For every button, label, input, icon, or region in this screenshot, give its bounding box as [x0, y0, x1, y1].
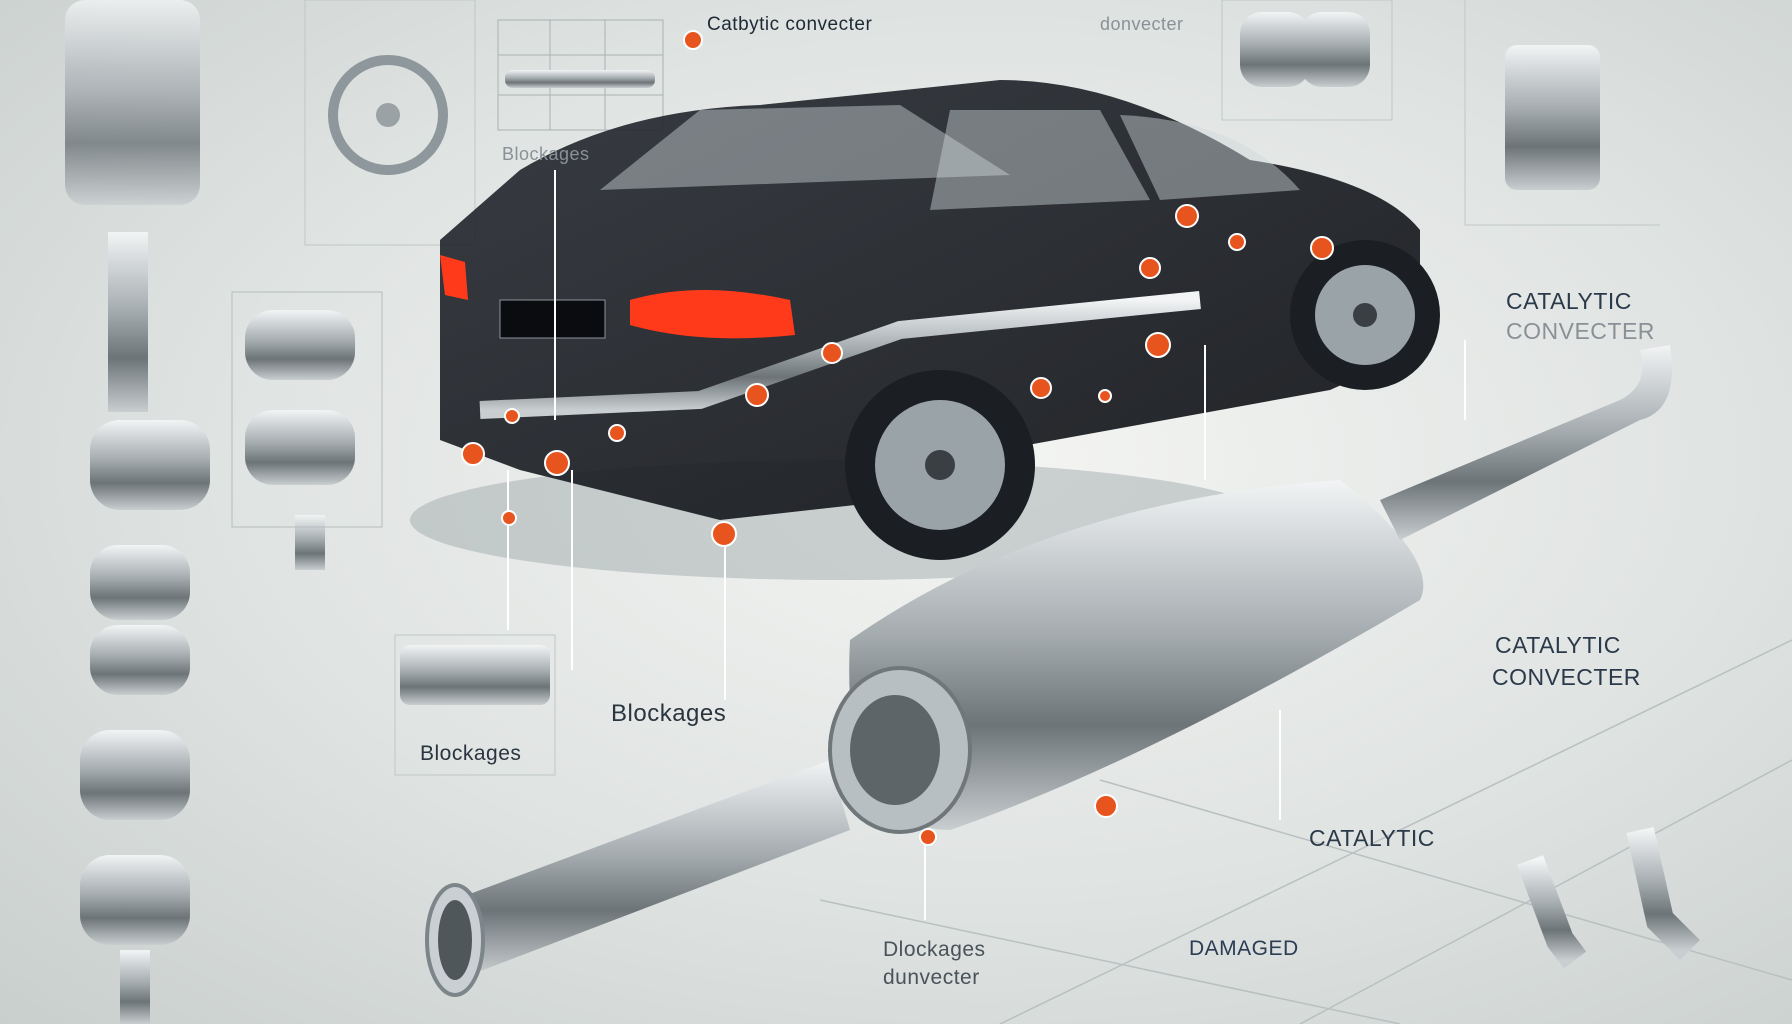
label-right-upper-1: CATALYTIC: [1506, 288, 1632, 314]
issue-markers: [461, 30, 1334, 846]
label-top-left-blockages: Blockages: [502, 144, 590, 164]
catalytic-converter: [425, 345, 1672, 997]
label-top-faint: donvecter: [1100, 14, 1184, 34]
left-converter-column: [65, 0, 210, 1024]
label-box-blockages: Blockages: [420, 742, 522, 765]
blockages-box: [394, 634, 556, 776]
label-damaged: DAMAGED: [1189, 937, 1299, 960]
grid-thumb: [497, 19, 664, 131]
bottom-right-pipes: [1516, 826, 1700, 969]
thumb-converters: [231, 291, 383, 570]
label-bottom-catalytic: CATALYTIC: [1309, 825, 1435, 851]
label-right-upper-2: CONVECTER: [1506, 318, 1655, 344]
label-mid-blockages: Blockages: [611, 700, 727, 727]
callout-lines: [507, 170, 1466, 920]
label-right-mid-2: CONVECTER: [1492, 664, 1641, 690]
label-bottom-left-2: dunvecter: [883, 966, 980, 989]
car-front-wheel: [1290, 240, 1440, 390]
wheel-thumb: [304, 0, 476, 246]
car-rear-wheel: [845, 370, 1035, 560]
label-top: Catbytic convecter: [707, 14, 873, 35]
top-right-thumbs: [1221, 0, 1660, 226]
car-cutaway: [440, 80, 1440, 560]
label-bottom-left-1: Dlockages: [883, 938, 986, 961]
label-right-mid-1: CATALYTIC: [1495, 632, 1621, 658]
